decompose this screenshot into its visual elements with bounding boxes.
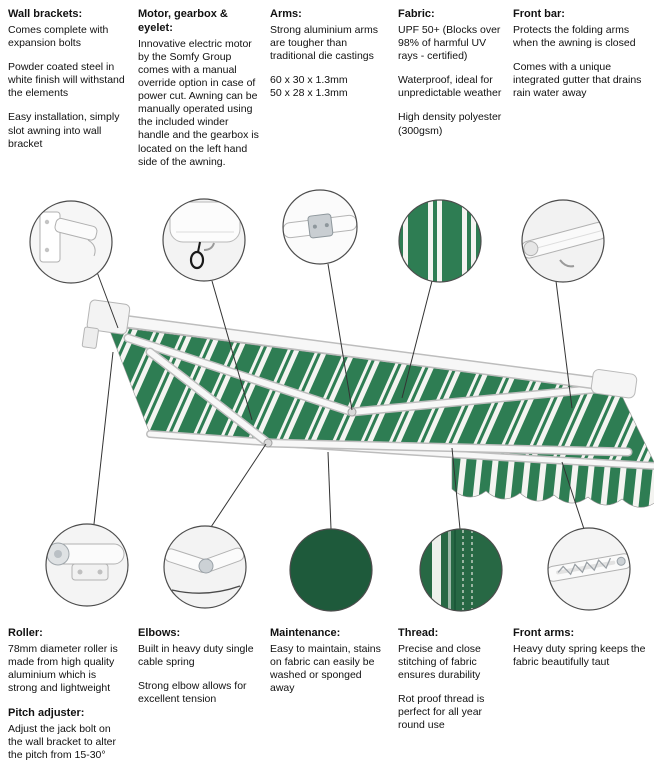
feature-text: Heavy duty spring keeps the fabric beaut… bbox=[513, 642, 646, 668]
feature-title: Arms: bbox=[270, 8, 302, 20]
feature-column: Front arms: Heavy duty spring keeps the f… bbox=[513, 627, 646, 762]
bottom-features-row: Roller: 78mm diameter roller is made from… bbox=[0, 627, 654, 762]
feature-text: Comes with a unique integrated gutter th… bbox=[513, 61, 642, 100]
feature-title: Maintenance: bbox=[270, 627, 341, 639]
callout-maintenance-fabric bbox=[289, 528, 373, 612]
feature-text: Powder coated steel in white finish will… bbox=[8, 61, 125, 100]
feature-text: 78mm diameter roller is made from high q… bbox=[8, 642, 118, 695]
feature-text: Easy to maintain, stains on fabric can e… bbox=[270, 642, 381, 695]
feature-column: Roller: 78mm diameter roller is made from… bbox=[8, 627, 128, 762]
awning-illustration bbox=[81, 299, 654, 508]
callout-wall-bracket bbox=[29, 200, 113, 284]
callout-roller bbox=[45, 523, 129, 607]
feature-text: Strong aluminium arms are tougher than t… bbox=[270, 23, 378, 62]
feature-column: Front bar: Protects the folding arms when… bbox=[513, 8, 646, 169]
feature-text: Adjust the jack bolt on the wall bracket… bbox=[8, 723, 116, 762]
feature-text: Rot proof thread is perfect for all year… bbox=[398, 693, 485, 732]
callout-fabric-stripes bbox=[398, 199, 482, 283]
feature-text: Innovative electric motor by the Somfy G… bbox=[138, 37, 259, 168]
feature-column: Thread: Precise and close stitching of fa… bbox=[398, 627, 503, 762]
feature-column: Motor, gearbox & eyelet: Innovative elect… bbox=[138, 8, 260, 169]
feature-text: Protects the folding arms when the awnin… bbox=[513, 23, 636, 49]
feature-column: Arms: Strong aluminium arms are tougher t… bbox=[270, 8, 388, 169]
feature-title: Thread: bbox=[398, 627, 439, 639]
feature-column: Maintenance: Easy to maintain, stains on … bbox=[270, 627, 388, 762]
feature-title: Elbows: bbox=[138, 627, 181, 639]
feature-text: UPF 50+ (Blocks over 98% of harmful UV r… bbox=[398, 23, 501, 62]
awning-arms bbox=[123, 333, 633, 457]
callout-front-arm bbox=[547, 527, 631, 611]
callout-elbow bbox=[163, 525, 247, 609]
feature-text: Built in heavy duty single cable spring bbox=[138, 642, 254, 668]
feature-text: Precise and close stitching of fabric en… bbox=[398, 642, 481, 681]
awning-shoulder-bracket bbox=[81, 299, 131, 349]
feature-text: Easy installation, simply slot awning in… bbox=[8, 111, 120, 150]
feature-title: Front bar: bbox=[513, 8, 565, 20]
feature-text: Comes complete with expansion bolts bbox=[8, 23, 109, 49]
feature-title: Wall brackets: bbox=[8, 8, 83, 20]
callout-thread-stitching bbox=[419, 528, 503, 612]
feature-text: 60 x 30 x 1.3mm 50 x 28 x 1.3mm bbox=[270, 74, 348, 100]
callout-arm-joint bbox=[282, 189, 358, 265]
callout-motor-eyelet bbox=[162, 198, 246, 282]
feature-title: Front arms: bbox=[513, 627, 575, 639]
feature-column: Fabric: UPF 50+ (Blocks over 98% of harmf… bbox=[398, 8, 503, 169]
feature-text: High density polyester (300gsm) bbox=[398, 111, 502, 137]
callout-front-bar bbox=[521, 199, 605, 283]
feature-title: Fabric: bbox=[398, 8, 435, 20]
feature-title: Pitch adjuster: bbox=[8, 707, 85, 720]
feature-column: Wall brackets: Comes complete with expans… bbox=[8, 8, 128, 169]
top-features-row: Wall brackets: Comes complete with expans… bbox=[0, 8, 654, 169]
feature-text: Strong elbow allows for excellent tensio… bbox=[138, 680, 247, 706]
feature-text: Waterproof, ideal for unpredictable weat… bbox=[398, 74, 502, 100]
awning-end-cap bbox=[590, 369, 638, 399]
callout-connector-lines bbox=[93, 263, 585, 530]
feature-column: Elbows: Built in heavy duty single cable … bbox=[138, 627, 260, 762]
awning-valance bbox=[451, 453, 654, 508]
feature-title: Motor, gearbox & eyelet: bbox=[138, 8, 228, 34]
feature-title: Roller: bbox=[8, 627, 43, 639]
awning-back-bar bbox=[93, 311, 625, 393]
